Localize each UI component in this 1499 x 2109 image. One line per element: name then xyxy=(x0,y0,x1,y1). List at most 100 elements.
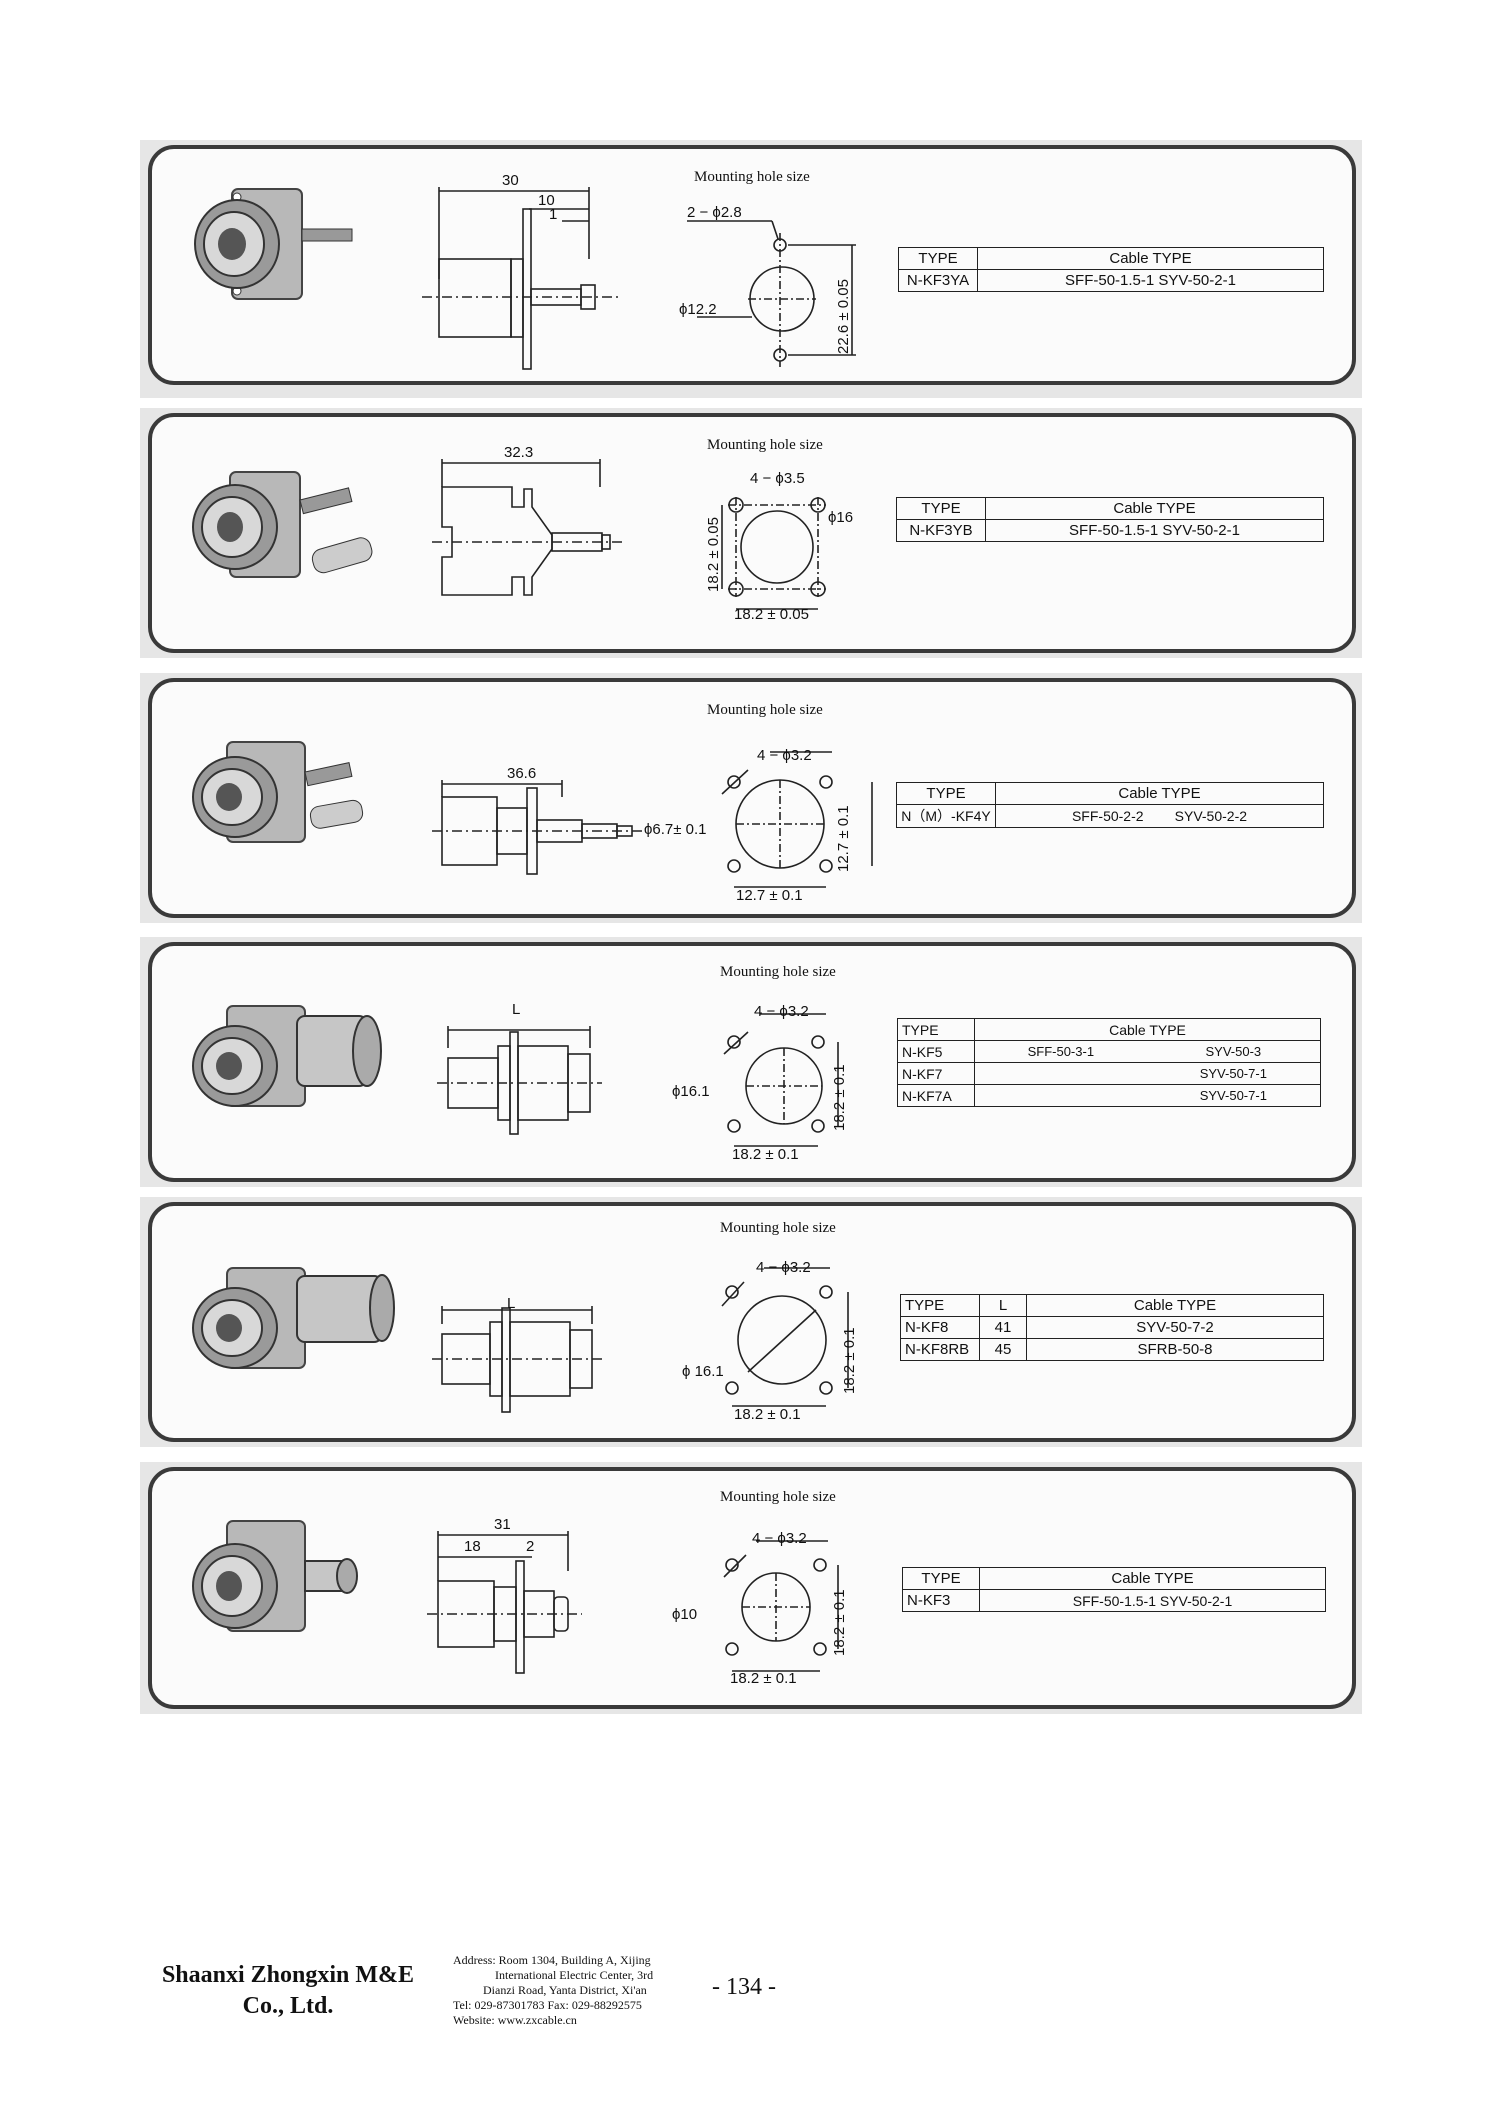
connector-photo xyxy=(192,471,373,578)
connector-photo xyxy=(192,1267,395,1369)
panel-n-kf8: L 4 − ϕ3.2 ϕ 16.1 18.2 ± 0.1 18.2 ± 0.1 … xyxy=(148,1202,1356,1442)
hole-spacing-horizontal: 18.2 ± 0.1 xyxy=(734,1406,801,1423)
hole-spacing-horizontal: 12.7 ± 0.1 xyxy=(736,887,803,904)
hole-diameter: ϕ16.1 xyxy=(672,1083,710,1100)
mounting-hole-label: Mounting hole size xyxy=(720,1489,836,1505)
type-cell: N-KF7A xyxy=(897,1084,975,1107)
hole-count: 4 − ϕ3.2 xyxy=(756,1259,811,1276)
hole-spacing-vertical: 18.2 ± 0.1 xyxy=(831,1589,848,1656)
hole-diameter: ϕ12.2 xyxy=(679,301,717,318)
dim-length: L xyxy=(512,1001,520,1018)
panel-drawing: 30 10 1 2 − ϕ2.8 ϕ12.2 22.6 ± 0.05 xyxy=(194,172,856,370)
mounting-hole-label: Mounting hole size xyxy=(694,169,810,185)
hole-spacing-vertical: 18.2 ± 0.1 xyxy=(831,1064,848,1131)
cable-cell: SFF-50-2-2 SYV-50-2-2 xyxy=(995,804,1324,828)
cable-cell: SFF-50-3-1 xyxy=(973,1040,1147,1063)
hole-spacing-horizontal: 18.2 ± 0.05 xyxy=(734,606,809,623)
panel-drawing: 32.3 4 − ϕ3.5 ϕ16 18.2 ± 0.05 18.2 ± 0.0… xyxy=(192,444,853,623)
address-line: Dianzi Road, Yanta District, Xi'an xyxy=(483,1983,647,1997)
connector-photo xyxy=(192,1520,358,1632)
dim-flange: 2 xyxy=(526,1538,534,1555)
connector-photo xyxy=(192,741,364,843)
address-line: International Electric Center, 3rd xyxy=(495,1968,654,1982)
cable-cell: SYV-50-3 xyxy=(1146,1040,1321,1063)
address-line: Address: Room 1304, Building A, Xijing xyxy=(453,1953,651,1967)
cable-cell: SYV-50-7-2 xyxy=(1026,1316,1324,1339)
panel-drawing: 36.6 4 − ϕ3.2 ϕ6.7± 0.1 12.7 ± 0.1 12.7 … xyxy=(192,741,873,904)
side-view-drawing xyxy=(427,1531,582,1674)
mounting-hole-drawing xyxy=(687,220,856,367)
cable-cell xyxy=(973,1062,1147,1085)
hole-spacing-vertical: 18.2 ± 0.1 xyxy=(841,1327,858,1394)
dim-length: 30 xyxy=(502,172,519,189)
side-view-drawing xyxy=(432,780,642,875)
dim-flange: 10 xyxy=(538,192,555,209)
mounting-hole-label: Mounting hole size xyxy=(707,437,823,453)
length-cell: 41 xyxy=(979,1316,1027,1339)
mounting-hole-drawing xyxy=(723,1013,839,1147)
hole-diameter: ϕ 16.1 xyxy=(682,1363,724,1380)
header-type: TYPE xyxy=(896,782,996,805)
company-name: Shaanxi Zhongxin M&E Co., Ltd. xyxy=(138,1960,438,2022)
header-cable-type: Cable TYPE xyxy=(974,1018,1321,1041)
page-number: - 134 - xyxy=(712,1974,776,2000)
company-line-1: Shaanxi Zhongxin M&E xyxy=(161,1962,415,1988)
hole-spacing-vertical: 12.7 ± 0.1 xyxy=(835,805,852,872)
hole-diameter: ϕ16 xyxy=(828,509,853,526)
header-type: TYPE xyxy=(896,497,986,520)
contact-phone-fax: Tel: 029-87301783 Fax: 029-88292575 xyxy=(453,1998,642,2012)
dim-length: 36.6 xyxy=(507,765,536,782)
dim-length: 31 xyxy=(494,1516,511,1533)
hole-spacing-vertical: 18.2 ± 0.05 xyxy=(705,517,722,592)
type-cell: N-KF3YA xyxy=(898,269,978,292)
dim-length: L xyxy=(507,1295,515,1312)
type-cell: N-KF8RB xyxy=(900,1338,980,1361)
panel-drawing: L 4 − ϕ3.2 ϕ16.1 18.2 ± 0.1 18.2 ± 0.1 xyxy=(192,1001,848,1163)
cable-cell: SFF-50-1.5-1 SYV-50-2-1 xyxy=(979,1589,1326,1612)
mounting-hole-drawing xyxy=(721,751,873,888)
header-cable-type: Cable TYPE xyxy=(995,782,1324,805)
type-cell: N-KF7 xyxy=(897,1062,975,1085)
panel-n-kf5-kf7: L 4 − ϕ3.2 ϕ16.1 18.2 ± 0.1 18.2 ± 0.1 M… xyxy=(148,942,1356,1182)
hole-count: 2 − ϕ2.8 xyxy=(687,204,742,221)
header-cable-type: Cable TYPE xyxy=(977,247,1324,270)
hole-count: 4 − ϕ3.2 xyxy=(754,1003,809,1020)
side-view-drawing xyxy=(422,187,622,370)
dim-body: 18 xyxy=(464,1538,481,1555)
cable-cell: SYV-50-7-1 xyxy=(1146,1084,1321,1107)
panel-n-kf3ya: 30 10 1 2 − ϕ2.8 ϕ12.2 22.6 ± 0.05 Mount… xyxy=(148,145,1356,385)
hole-diameter: ϕ10 xyxy=(672,1606,697,1623)
table-row: N-KF7A SYV-50-7-1 xyxy=(897,1084,1321,1107)
type-cell: N（M）-KF4Y xyxy=(896,804,996,828)
header-cable-type: Cable TYPE xyxy=(985,497,1324,520)
hole-spacing: 22.6 ± 0.05 xyxy=(835,279,852,354)
table-row: N-KF7 SYV-50-7-1 xyxy=(897,1062,1321,1085)
company-address: Address: Room 1304, Building A, Xijing I… xyxy=(453,1953,693,2028)
header-type: TYPE xyxy=(898,247,978,270)
header-cable-type: Cable TYPE xyxy=(979,1567,1326,1590)
mounting-hole-drawing xyxy=(723,1540,839,1672)
hole-count: 4 − ϕ3.2 xyxy=(757,747,812,764)
header-type: TYPE xyxy=(902,1567,980,1590)
type-cell: N-KF3 xyxy=(902,1589,980,1612)
side-view-drawing xyxy=(432,459,622,596)
panel-drawing: 31 18 2 4 − ϕ3.2 ϕ10 18.2 ± 0.1 18.2 ± 0… xyxy=(192,1516,848,1687)
cable-cell: SYV-50-7-1 xyxy=(1146,1062,1321,1085)
dim-length: 32.3 xyxy=(504,444,533,461)
panel-drawing: L 4 − ϕ3.2 ϕ 16.1 18.2 ± 0.1 18.2 ± 0.1 xyxy=(192,1259,858,1423)
header-type: TYPE xyxy=(897,1018,975,1041)
cable-cell: SFF-50-1.5-1 SYV-50-2-1 xyxy=(977,269,1324,292)
mounting-hole-drawing xyxy=(721,497,826,610)
panel-n-kf3: 31 18 2 4 − ϕ3.2 ϕ10 18.2 ± 0.1 18.2 ± 0… xyxy=(148,1467,1356,1709)
